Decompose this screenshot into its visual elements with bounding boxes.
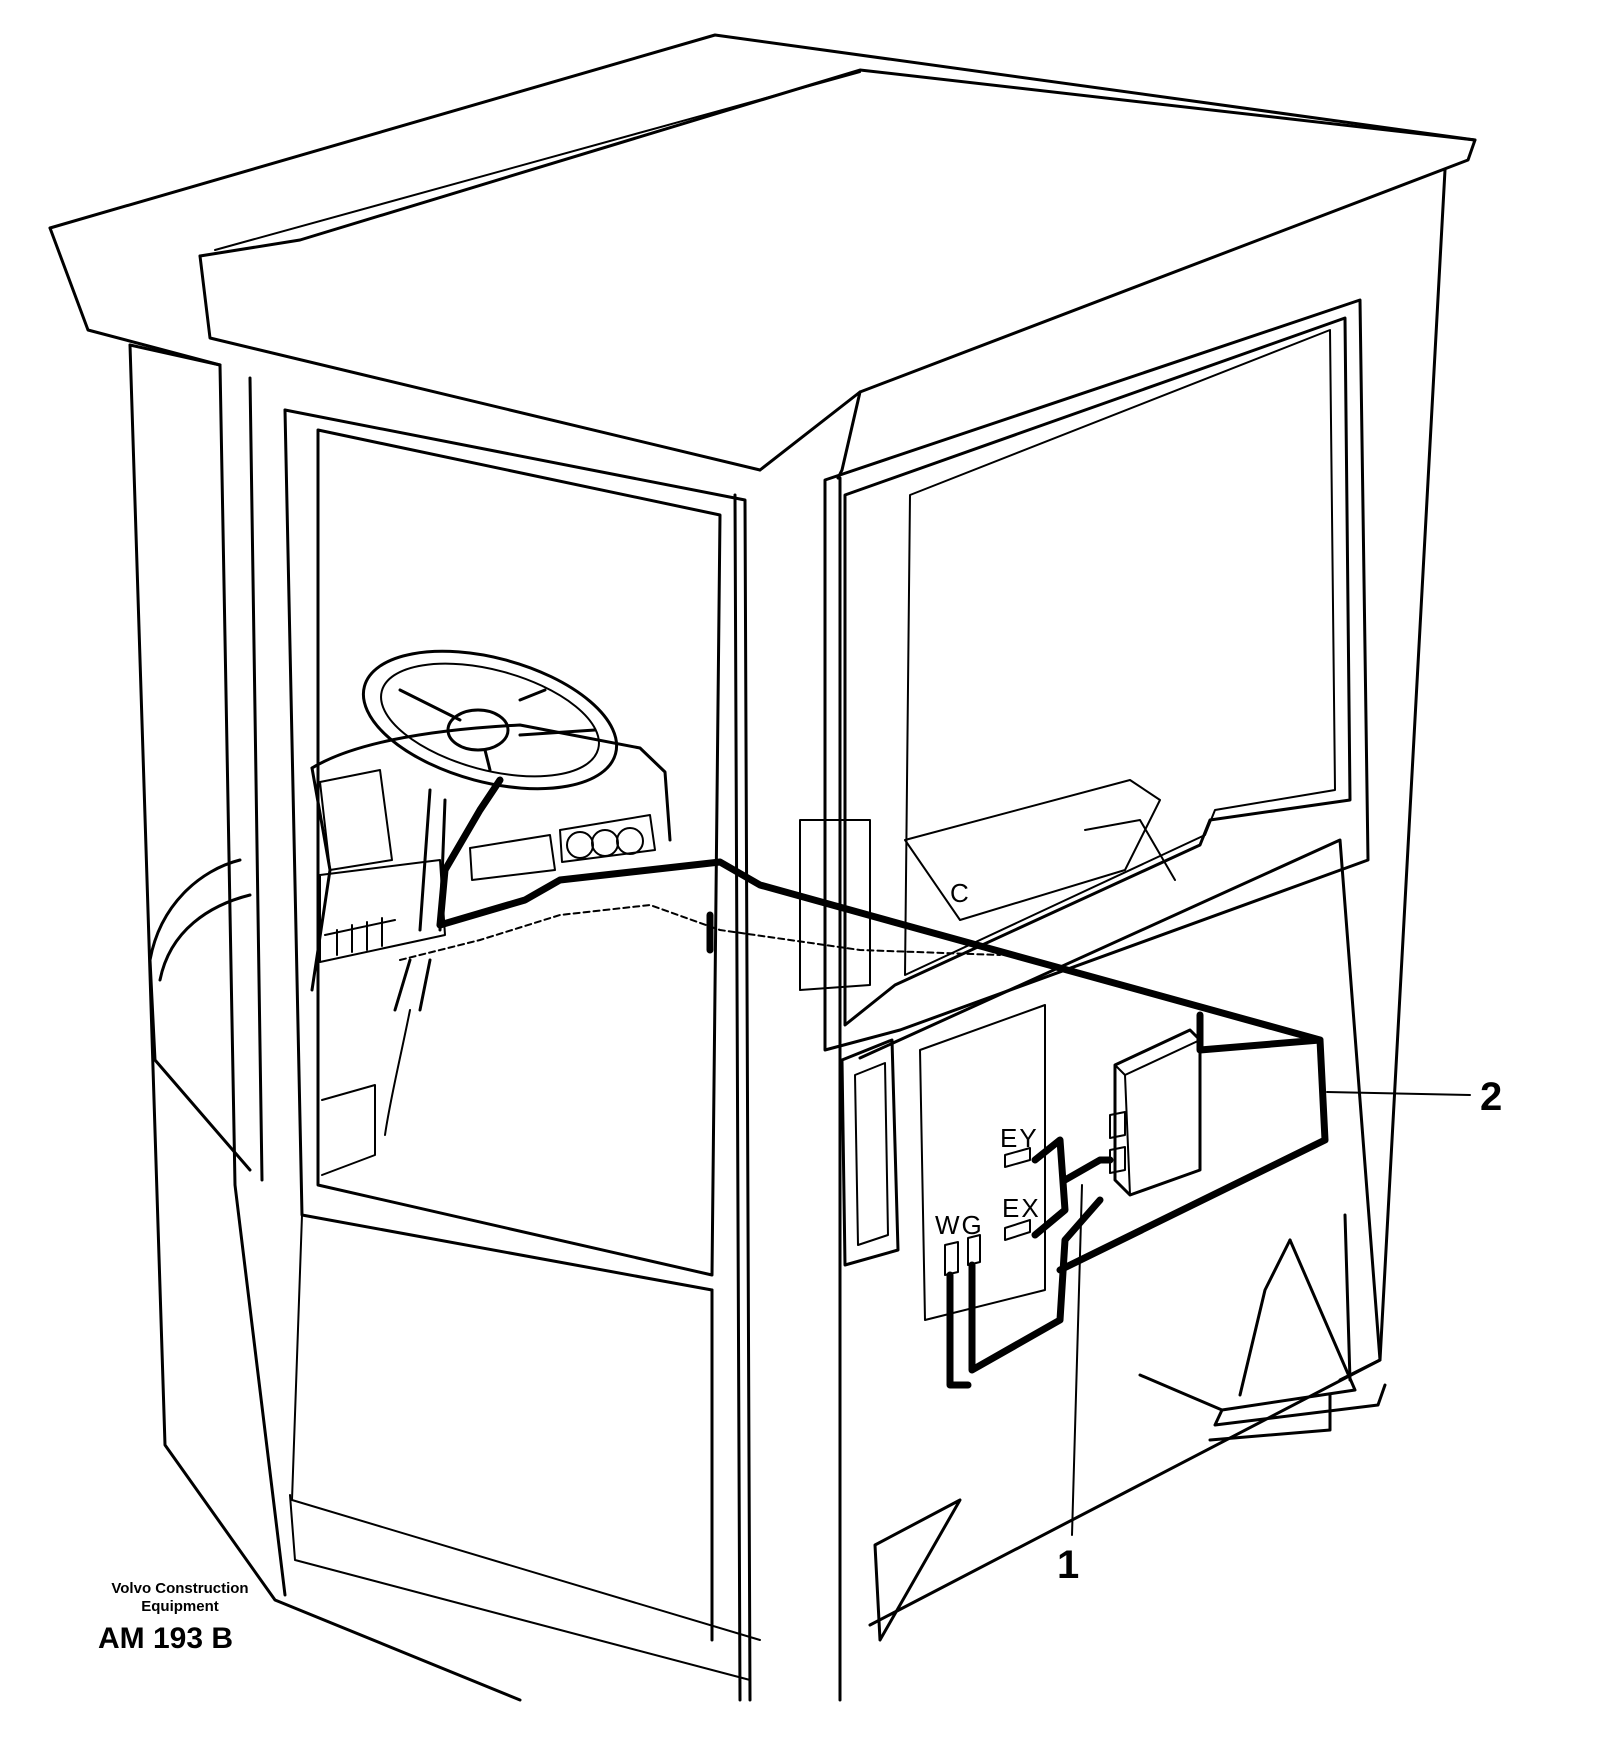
- dashboard: [310, 723, 1176, 992]
- company-name-line-1: Volvo Construction: [111, 1580, 249, 1597]
- cab-right-side: [838, 168, 1447, 1702]
- roof: [48, 33, 1477, 480]
- leader-line-2: [1326, 1091, 1471, 1096]
- side-window: [823, 298, 1370, 1052]
- front-door: [218, 363, 761, 1702]
- panel-label-ey: EY: [1000, 1123, 1039, 1153]
- wiring-harness: [436, 776, 1329, 1389]
- steering-wheel: [361, 649, 619, 1136]
- drawing-code: AM 193 B: [98, 1622, 234, 1655]
- cab-left-side: [128, 343, 522, 1702]
- panel-label-ex: EX: [1002, 1193, 1041, 1223]
- electrical-panel: [840, 1004, 1202, 1321]
- leader-lines: [1071, 1091, 1471, 1536]
- leader-line-1: [1071, 1184, 1083, 1536]
- company-caption: Volvo Construction Equipment: [80, 1580, 280, 1616]
- company-name-line-2: Equipment: [141, 1598, 219, 1615]
- cab-base: [873, 1238, 1387, 1642]
- dashboard-label-c: C: [950, 878, 971, 908]
- callout-1: 1: [1057, 1543, 1080, 1587]
- seat-box: [321, 1084, 376, 1176]
- panel-label-wg: WG: [935, 1210, 984, 1240]
- callout-2: 2: [1480, 1075, 1503, 1119]
